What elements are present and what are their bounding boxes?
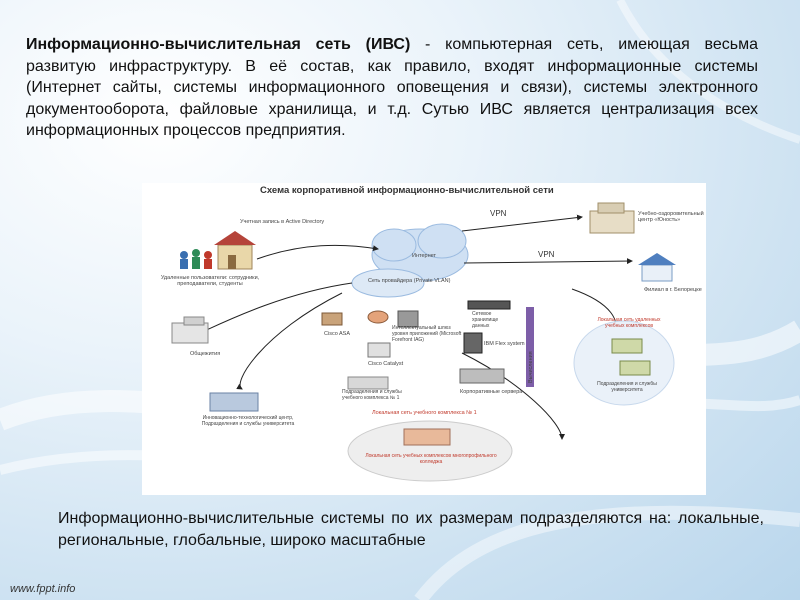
dorm-label: Общежития <box>190 351 220 357</box>
dept1-label: Подразделения и службы учебного комплекс… <box>342 389 402 401</box>
footer-url: www.fppt.info <box>10 583 76 595</box>
internet-label: Интернет <box>412 253 436 259</box>
storage-icon <box>467 300 511 310</box>
intro-text: - компьютерная сеть, имеющая весьма разв… <box>26 36 758 139</box>
ibm-flex-icon <box>463 332 483 354</box>
catalyst-icon <box>367 342 391 358</box>
vpn-link-1 <box>461 214 583 232</box>
sizes-paragraph: Информационно-вычислительные системы по … <box>58 510 764 549</box>
dorm-icon <box>171 316 209 344</box>
local-net-campus-label: Локальная сеть удаленных учебных комплек… <box>597 317 661 329</box>
college-label: Локальная сеть учебных комплексов многоп… <box>365 453 497 465</box>
computing-bar: Вычисления <box>526 307 534 387</box>
remote-campus-label: Подразделения и службы университета <box>597 381 657 393</box>
diagram-title: Схема корпоративной информационно-вычисл… <box>260 185 554 196</box>
remote-users-label: Удаленные пользователи: сотрудники, преп… <box>160 275 260 287</box>
vpn-link-2 <box>463 258 633 265</box>
catalyst-label: Cisco Catalyst <box>368 361 404 367</box>
provider-label: Сеть провайдера (Private VLAN) <box>368 277 451 284</box>
iag-label: Интеллектуальный шлюз уровня приложений … <box>392 325 462 343</box>
internet-cloud: Интернет <box>371 223 469 282</box>
training-center-icon <box>589 202 635 234</box>
computing-label: Вычисления <box>528 351 534 383</box>
local-net-1-label: Локальная сеть учебного комплекса № 1 <box>372 410 477 416</box>
vpn-label-2: VPN <box>538 250 555 259</box>
remote-campus-cloud <box>573 320 675 406</box>
intro-paragraph: Информационно-вычислительная сеть (ИВС) … <box>26 34 758 142</box>
tech-center-icon <box>209 392 259 412</box>
servers-icon <box>459 368 505 384</box>
branch-icon <box>638 253 676 282</box>
cisco-asa-icon <box>321 312 343 326</box>
cisco-asa-label: Cisco ASA <box>324 331 350 337</box>
tech-center-label: Инновационно-технологический центр, Подр… <box>201 415 295 427</box>
iag-icon <box>397 310 419 328</box>
vpn-label-1: VPN <box>490 209 507 218</box>
remote-users-icon <box>180 231 256 270</box>
storage-label: Сетевое хранилище данных <box>472 311 499 329</box>
ad-label: Учетная запись в Active Directory <box>240 219 324 225</box>
network-diagram: Схема корпоративной информационно-вычисл… <box>142 183 706 495</box>
intro-term: Информационно-вычислительная сеть (ИВС) <box>26 36 411 53</box>
ibm-flex-label: IBM Flex system <box>484 341 525 347</box>
router-icon <box>367 310 389 324</box>
branch-label: Филиал в г. Белорецке <box>644 287 702 293</box>
servers-label: Корпоративные сервера <box>460 389 523 395</box>
training-center-label: Учебно-оздоровительный центр «Юность» <box>638 211 704 223</box>
college-cloud <box>347 420 513 482</box>
dept1-icon <box>347 376 389 390</box>
